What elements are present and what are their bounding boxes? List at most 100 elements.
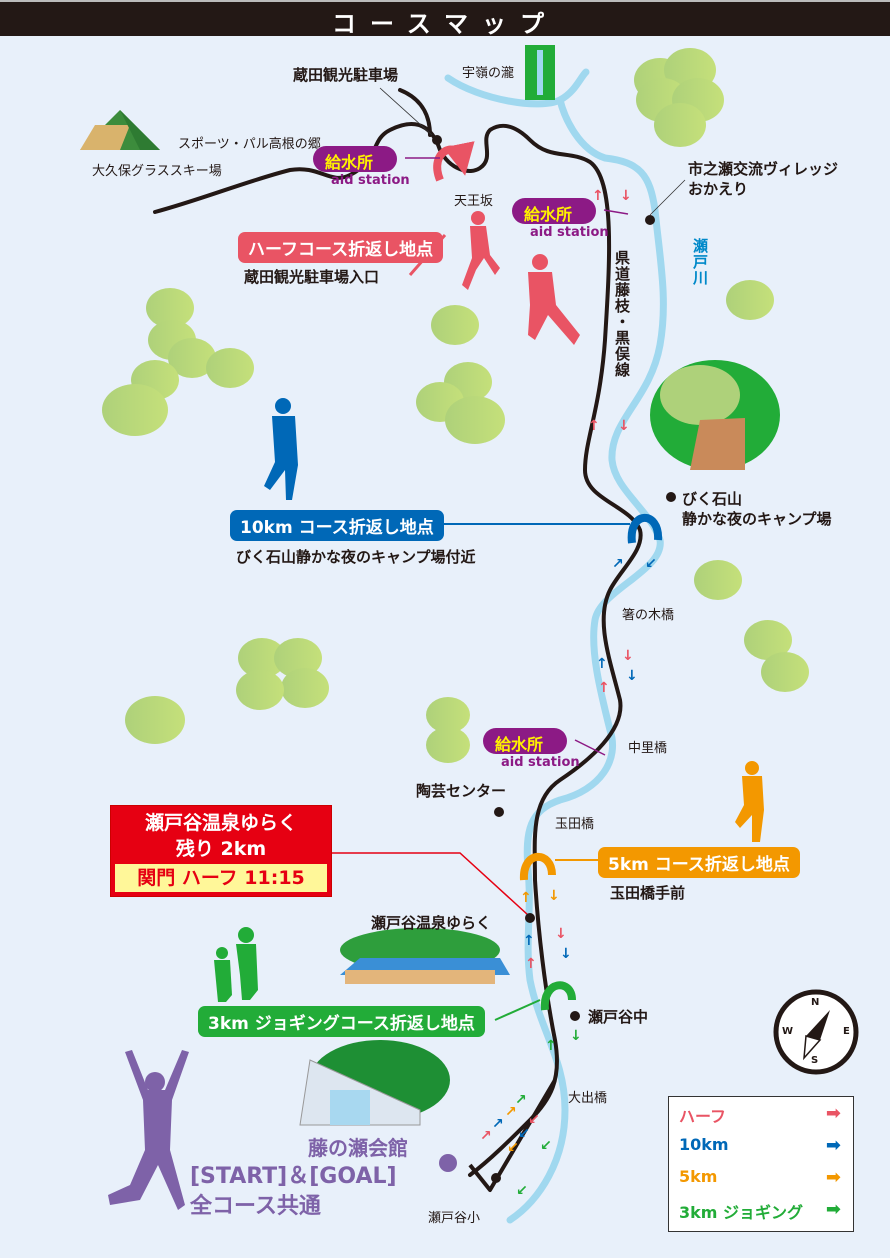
compass-e: E: [843, 1026, 850, 1037]
svg-text:↗: ↗: [505, 1104, 517, 1120]
svg-text:↙: ↙: [507, 1140, 519, 1156]
svg-text:↑: ↑: [588, 418, 600, 434]
label-5km-turnaround-location: 玉田橋手前: [610, 884, 686, 902]
cutoff-remaining: 残り 2km: [175, 838, 267, 860]
svg-text:↓: ↓: [620, 188, 632, 204]
label-half-turnaround-location: 蔵田観光駐車場入口: [244, 268, 380, 286]
svg-text:↑: ↑: [545, 1038, 557, 1054]
label-nakazato-bridge: 中里橋: [628, 741, 668, 756]
direction-arrows: ↑↓ ↑↓ ↗↙ ↑↑ ↓↓ ↑↓ ↑↑ ↓↓ ↓↑ ↗↗ ↗↗ ↙↙ ↙↙ ↙: [480, 188, 657, 1199]
tag-3km-turnaround: 3km ジョギングコース折返し地点: [198, 1006, 485, 1037]
svg-text:↙: ↙: [518, 1126, 530, 1142]
runner-half-1: [462, 211, 500, 290]
arrow-right-icon: ➡: [825, 1135, 841, 1156]
tent-illustration: [80, 110, 160, 150]
dot-kurata-parking: [432, 135, 442, 145]
runner-10km: [264, 398, 298, 500]
all-courses-note: 全コース共通: [190, 1194, 321, 1219]
legend-item-5km: 5km ➡: [679, 1167, 843, 1191]
page-title: コースマップ: [331, 10, 559, 38]
legend-item-half: ハーフ ➡: [679, 1103, 843, 1127]
label-tougei-center: 陶芸センター: [416, 782, 507, 800]
label-setoya-junior-high: 瀬戸谷中: [588, 1008, 649, 1026]
title-bar: コースマップ: [0, 0, 890, 38]
label-yuraku: 瀬戸谷温泉ゆらく: [371, 914, 492, 932]
aid-station-label: 給水所: [325, 153, 374, 172]
label-sports-pal: スポーツ・パル高根の郷: [178, 137, 321, 152]
aid-station-sub: aid station: [501, 755, 580, 770]
compass-s: S: [811, 1055, 819, 1066]
svg-text:↙: ↙: [645, 556, 657, 572]
svg-text:↙: ↙: [528, 1112, 540, 1128]
label-10km-turnaround-location: びく石山静かな夜のキャンプ場付近: [236, 548, 476, 566]
legend-item-10km: 10km ➡: [679, 1135, 843, 1159]
dot-start: [439, 1154, 457, 1172]
svg-text:↗: ↗: [612, 556, 624, 572]
svg-text:↗: ↗: [480, 1128, 492, 1144]
label-bikuishi: びく石山: [682, 490, 743, 508]
aid-station-label: 給水所: [524, 205, 573, 224]
label-ichinose-village: 市之瀬交流ヴィレッジ: [688, 160, 839, 178]
tag-half-turnaround: ハーフコース折返し地点: [238, 232, 444, 263]
river-seto: [506, 96, 667, 1224]
start-goal-label: [START]＆[GOAL]: [190, 1164, 397, 1189]
course-map: ↑↓ ↑↓ ↗↙ ↑↑ ↓↓ ↑↓ ↑↑ ↓↓ ↓↑ ↗↗ ↗↗ ↙↙ ↙↙ ↙: [80, 45, 859, 1224]
dot-ichinose: [645, 215, 655, 225]
label-kurata-parking: 蔵田観光駐車場: [293, 66, 399, 84]
svg-text:↓: ↓: [548, 888, 560, 904]
dot-tougei: [494, 807, 504, 817]
compass-n: N: [811, 997, 820, 1008]
svg-text:↑: ↑: [525, 956, 537, 972]
cutoff-location: 瀬戸谷温泉ゆらく: [144, 812, 297, 834]
runner-5km: [735, 761, 764, 842]
label-prefectural-road: 県道藤枝・黒俣線: [613, 250, 631, 378]
runners-jogging: [214, 927, 258, 1002]
aid-station-3: 給水所 aid station: [483, 728, 580, 770]
label-okubo-grass-ski: 大久保グラススキー場: [92, 164, 222, 179]
km5-turnaround-icon: [519, 852, 556, 881]
dot-bikuishi: [666, 492, 676, 502]
label-seto-river: 瀬戸川: [691, 238, 709, 286]
svg-text:↑: ↑: [523, 933, 535, 949]
aid-station-sub: aid station: [530, 225, 609, 240]
aid-station-label: 給水所: [495, 735, 544, 754]
legend-label: ハーフ: [679, 1107, 727, 1126]
label-setoya-elementary: 瀬戸谷小: [428, 1211, 481, 1226]
venue-name: 藤の瀬会館: [308, 1136, 408, 1160]
svg-text:↓: ↓: [555, 926, 567, 942]
label-tamada-bridge: 玉田橋: [555, 817, 595, 832]
legend-label: 3km ジョギング: [679, 1203, 804, 1222]
waterfall-illustration: [525, 45, 555, 100]
dot-setoya-jh: [570, 1011, 580, 1021]
dot-setoya-es: [491, 1173, 501, 1183]
legend-label: 5km: [679, 1167, 718, 1186]
venue-building-illustration: [299, 1040, 450, 1126]
aid-station-1: 給水所 aid station: [313, 146, 410, 188]
bikuishi-mountain-illustration: [650, 360, 780, 470]
cutoff-notice: 瀬戸谷温泉ゆらく 残り 2km 関門 ハーフ 11:15: [110, 805, 332, 897]
legend-item-3km-jogging: 3km ジョギング ➡: [679, 1199, 843, 1223]
aid-station-2: 給水所 aid station: [512, 198, 609, 240]
label-oide-bridge: 大出橋: [568, 1091, 608, 1106]
compass-icon: [773, 989, 859, 1075]
legend: ハーフ ➡ 10km ➡ 5km ➡ 3km ジョギング ➡: [668, 1096, 854, 1232]
jog3-turnaround-icon: [540, 981, 576, 1011]
tag-5km-turnaround: 5km コース折返し地点: [598, 847, 800, 878]
svg-text:↓: ↓: [570, 1028, 582, 1044]
svg-text:↓: ↓: [626, 668, 638, 684]
legend-label: 10km: [679, 1135, 729, 1154]
arrow-right-icon: ➡: [825, 1199, 841, 1220]
runner-half-2: [528, 254, 580, 345]
label-ichinose-okaeri: おかえり: [688, 180, 749, 198]
svg-text:↓: ↓: [560, 946, 572, 962]
svg-text:↑: ↑: [592, 188, 604, 204]
arrow-right-icon: ➡: [825, 1103, 841, 1124]
place-dots: [432, 135, 676, 1183]
label-bikuishi-camp: 静かな夜のキャンプ場: [682, 510, 832, 528]
svg-text:↓: ↓: [622, 648, 634, 664]
svg-text:↙: ↙: [540, 1138, 552, 1154]
aid-station-sub: aid station: [331, 173, 410, 188]
label-ureina-falls: 宇嶺の瀧: [462, 66, 515, 81]
label-tennozaka: 天王坂: [454, 194, 494, 209]
half-turnaround-icon: [433, 141, 475, 182]
